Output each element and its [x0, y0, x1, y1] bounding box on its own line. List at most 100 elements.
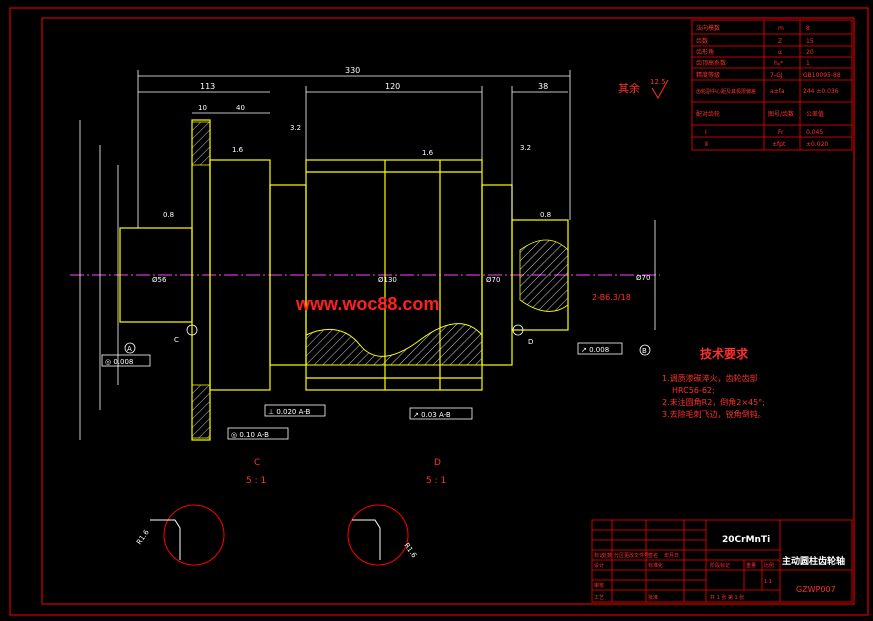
param-name-2: 齿形角: [696, 48, 714, 56]
remaining-roughness-value: 12.5: [650, 78, 666, 86]
tech-item-3: 2.未注圆角R2，倒角2×45°;: [662, 397, 765, 407]
tb-stage: 阶段标记: [710, 562, 730, 569]
detail-c-scale: 5 : 1: [246, 476, 266, 486]
dim-dia-mid: Ø130: [378, 276, 397, 284]
param-val-1: 15: [806, 38, 814, 45]
tech-item-1: 1.调质渗碳淬火，齿轮齿部: [662, 373, 758, 383]
left-collar-hatch-bottom: [191, 384, 211, 439]
datum-markers: [124, 324, 651, 356]
dim-dia-journal: Ø70: [636, 274, 650, 282]
params-table-text: 法向模数 m 8 齿数 Z 15 齿形角 α 20 齿顶高系数 hₐ* 1 精度…: [696, 24, 841, 148]
center-hole-note: 2-B6.3/18: [592, 293, 631, 302]
roughness-6: 3.2: [520, 144, 531, 152]
param-name-5: 齿轮副中心距及其极限偏差: [696, 88, 756, 95]
tol-5: ↗ 0.008: [581, 346, 609, 354]
datum-a: A: [127, 345, 132, 353]
inner-frame: [41, 17, 855, 605]
tb-date: 年月日: [664, 552, 679, 559]
tb-change: 更改文件号: [624, 552, 649, 559]
param-val-0: 8: [806, 25, 810, 32]
tol-2: ⊥ 0.020 A-B: [268, 408, 311, 416]
detail-d-note: R1.6: [402, 542, 418, 560]
detail-d-scale: 5 : 1: [426, 476, 446, 486]
shaft-outline: [119, 119, 569, 441]
param-sym-2: α: [778, 49, 782, 56]
tech-item-4: 3.去除毛刺飞边，锐角倒钝。: [662, 409, 766, 419]
detail-c-label: C: [254, 458, 260, 468]
param-val-2: 20: [806, 49, 814, 56]
datum-c: C: [174, 336, 179, 344]
tol-3: ◎ 0.10 A-B: [231, 431, 269, 439]
roughness-4: 0.8: [540, 211, 551, 219]
left-collar-hatch-top: [191, 121, 211, 166]
dim-gear-width: 120: [385, 82, 400, 91]
dim-left: 113: [200, 82, 215, 91]
param-val-5: 244 ±0.036: [803, 88, 839, 95]
tb-process: 工艺: [594, 595, 604, 601]
tech-heading: 技术要求: [700, 346, 749, 361]
param-sym-8: ±fpt: [772, 141, 786, 148]
param-val-4: GB10095-88: [803, 72, 841, 79]
tb-scale-val: 1:1: [764, 579, 772, 585]
tb-design: 设计: [594, 562, 604, 569]
title-block-labels: 标记 处数 分区 更改文件号 签名 年月日 设计 标准化 阶段标记 重量 比例 …: [594, 552, 774, 601]
detail-d-label: D: [434, 458, 441, 468]
param-sym-5: a±fa: [770, 88, 785, 95]
param-name-1: 齿数: [696, 37, 708, 45]
tb-scale: 比例: [764, 562, 774, 569]
param-name-7: Ⅰ: [705, 129, 707, 136]
param-name-4: 精度等级: [696, 71, 720, 79]
gear-section-hatch: [305, 323, 483, 366]
roughness-5: 1.6: [422, 149, 434, 157]
params-table-grid: [691, 19, 853, 151]
tb-sign: 签名: [648, 552, 658, 559]
param-sym-0: m: [778, 25, 784, 32]
param-sym-6: 图号/齿数: [768, 110, 794, 118]
tb-mark: 标记: [594, 552, 604, 559]
material: 20CrMnTi: [722, 535, 770, 545]
watermark: www.woc88.com: [295, 294, 439, 314]
param-val-8: ±0.020: [806, 141, 828, 148]
param-sym-1: Z: [778, 38, 782, 45]
tol-1: ◎ 0.008: [105, 358, 133, 366]
remaining-roughness: 其余: [618, 81, 640, 95]
title-block-grid: [591, 519, 853, 603]
param-val-6: 公差值: [806, 110, 824, 118]
dim-dia-right: Ø70: [486, 276, 500, 284]
param-val-3: 1: [806, 60, 810, 67]
tb-weight: 重量: [746, 562, 756, 569]
dimension-lines: [79, 70, 656, 440]
param-name-0: 法向模数: [696, 24, 720, 32]
detail-c-note: R1.6: [135, 528, 151, 546]
dim-right: 38: [538, 82, 548, 91]
param-sym-3: hₐ*: [774, 60, 783, 67]
tb-standard: 标准化: [648, 562, 663, 569]
tech-item-2: HRC56-62;: [672, 386, 715, 395]
param-name-6: 配对齿轮: [696, 110, 720, 118]
roughness-1: 0.8: [163, 211, 174, 219]
param-sym-7: Fr: [778, 129, 784, 136]
tb-check: 审核: [594, 582, 604, 589]
tb-count: 处数: [602, 552, 612, 559]
outer-frame: [9, 7, 869, 616]
param-name-3: 齿顶高系数: [696, 59, 726, 67]
tol-4: ↗ 0.03 A-B: [413, 411, 451, 419]
datum-b: B: [642, 347, 647, 355]
param-sym-4: 7-GJ: [770, 72, 783, 79]
tb-approve: 批准: [648, 594, 658, 601]
roughness-3: 3.2: [290, 124, 301, 132]
roughness-symbol: [651, 79, 669, 99]
param-val-7: 0.045: [806, 129, 823, 136]
tb-sheet: 共 1 张 第 1 张: [710, 594, 744, 601]
dim-d40: 40: [236, 104, 245, 112]
dim-d10: 10: [198, 104, 207, 112]
tb-zone: 分区: [614, 552, 624, 559]
drawing-title: 主动圆柱齿轮轴: [782, 555, 845, 567]
tolerance-frames: [101, 342, 623, 440]
detail-views: [150, 504, 409, 566]
roughness-2: 1.6: [232, 146, 244, 154]
dim-overall: 330: [345, 66, 360, 75]
right-journal-hatch: [519, 239, 569, 312]
param-name-8: Ⅱ: [705, 141, 708, 148]
